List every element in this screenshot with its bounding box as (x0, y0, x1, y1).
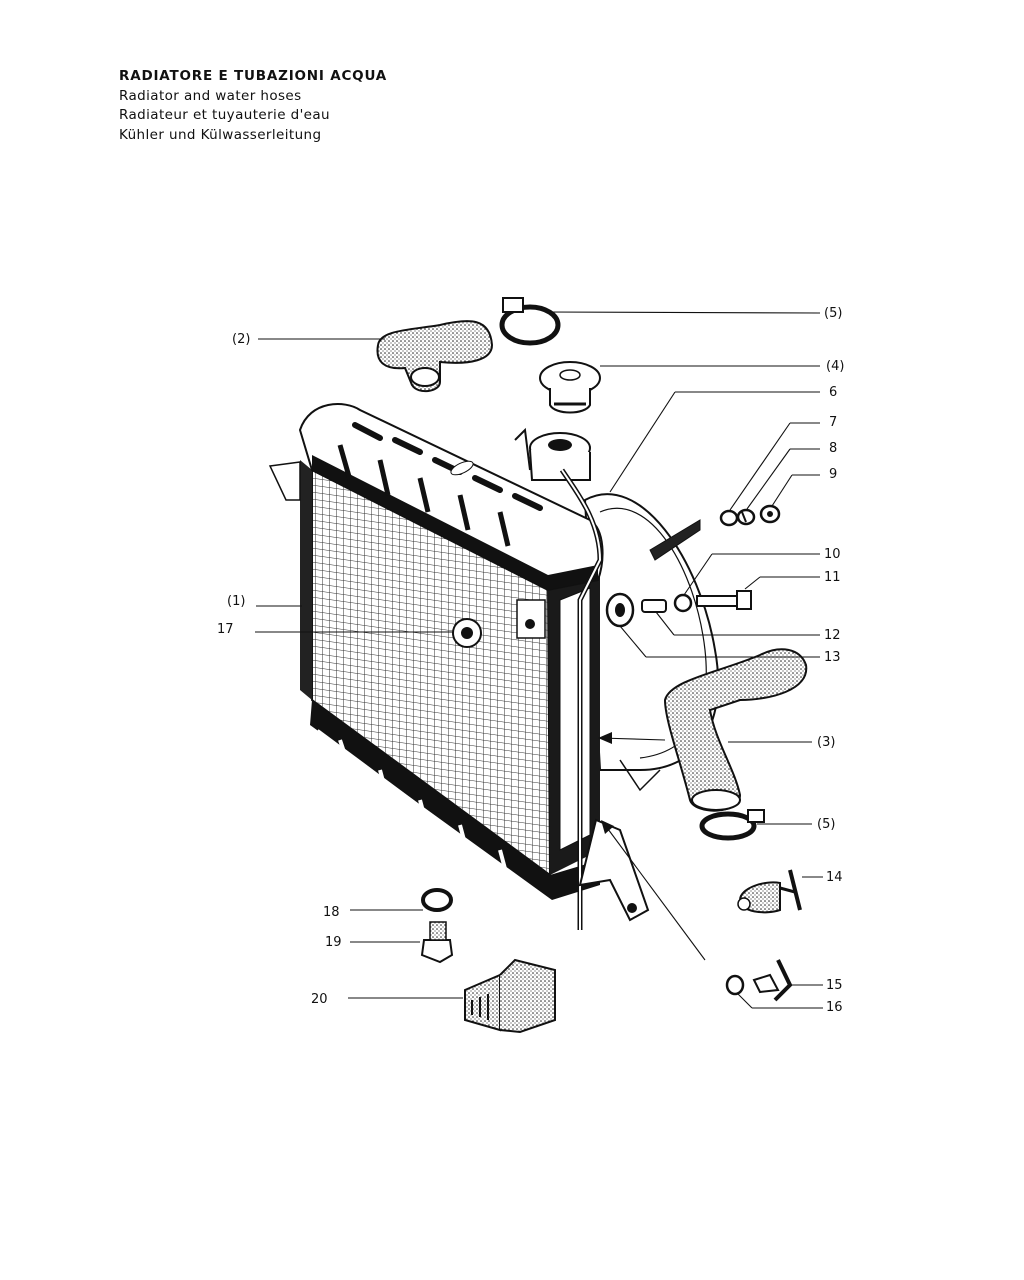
title-french: Radiateur et tuyauterie d'eau (119, 107, 331, 123)
leader-lines (255, 311, 823, 1009)
radiator-cap (539, 361, 601, 414)
radiator-upper-tank (298, 403, 604, 592)
hose-clamp-top (499, 297, 561, 346)
callout-17: 17 (217, 622, 234, 637)
callout-16: 16 (826, 1000, 843, 1015)
callout-6: 6 (829, 385, 837, 400)
callout-18: 18 (323, 905, 340, 920)
callout-15: 15 (826, 978, 843, 993)
title-english: Radiator and water hoses (119, 87, 302, 104)
drain-plug-19 (420, 921, 454, 964)
title-block: RADIATORE E TUBAZIONI ACQUA Radiator and… (119, 67, 387, 145)
callout-11: 11 (824, 570, 841, 585)
radiator-lower-tank (310, 700, 600, 900)
overflow-tube (559, 468, 603, 930)
callout-19: 19 (325, 935, 342, 950)
drain-tap-14 (737, 869, 802, 914)
callout-12: 12 (824, 628, 841, 643)
callout-7: 7 (829, 415, 837, 430)
title-german: Kühler und Külwasserleitung (119, 126, 322, 143)
callout-13: 13 (824, 650, 841, 665)
callout-5-top: (5) (824, 306, 842, 321)
upper-hose (376, 320, 494, 393)
fasteners-7-8-9 (719, 504, 781, 527)
mounting-hardware (605, 590, 752, 628)
rubber-pad-20 (464, 958, 556, 1034)
hose-clamp-bottom (699, 809, 765, 841)
title-italian: RADIATORE E TUBAZIONI ACQUA (119, 68, 388, 84)
callout-14: 14 (826, 870, 843, 885)
washer-18 (421, 888, 453, 912)
callout-5-bottom: (5) (817, 817, 835, 832)
callout-4: (4) (826, 359, 844, 374)
grommet-17 (452, 618, 482, 648)
callout-1: (1) (227, 594, 245, 609)
filler-neck (514, 427, 591, 481)
callout-10: 10 (824, 547, 841, 562)
callout-3: (3) (817, 735, 835, 750)
lower-bracket (578, 818, 650, 922)
callout-2: (2) (232, 332, 250, 347)
callout-8: 8 (829, 441, 837, 456)
callout-20: 20 (311, 992, 328, 1007)
drain-tap-15-16 (725, 959, 793, 1002)
lower-hose (663, 648, 808, 812)
callout-9: 9 (829, 467, 837, 482)
callout-labels: (1) (2) (3) (4) (5) (5) 6 7 8 9 10 11 12… (217, 306, 844, 1015)
radiator-core (268, 460, 600, 877)
